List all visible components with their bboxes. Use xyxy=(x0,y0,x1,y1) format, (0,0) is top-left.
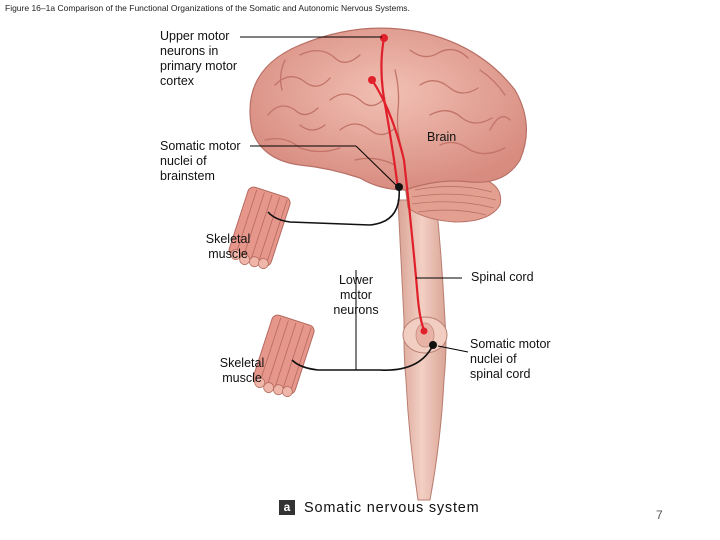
spinal-synapse xyxy=(420,327,428,335)
brain-folds xyxy=(264,48,511,166)
label-spinal-motor-nuclei: Somatic motor nuclei of spinal cord xyxy=(470,337,551,381)
label-brainstem-nuclei: Somatic motor nuclei of brainstem xyxy=(160,139,241,183)
page-number: 7 xyxy=(656,508,663,522)
neuron-cell-bodies xyxy=(368,34,428,335)
label-skeletal-muscle-1: Skeletal muscle xyxy=(205,232,251,261)
skeletal-muscle-1-illustration xyxy=(228,186,291,269)
label-lower-motor-neurons: Lower motor neurons xyxy=(333,273,379,317)
label-upper-motor-neurons: Upper motor neurons in primary motor cor… xyxy=(160,29,238,88)
label-skeletal-muscle-2: Skeletal muscle xyxy=(219,356,265,385)
upper-neuron-body-1 xyxy=(380,34,388,42)
leader-lines xyxy=(240,36,469,370)
panel-letter-badge: a xyxy=(279,500,295,515)
skeletal-muscle-2-illustration xyxy=(252,314,315,397)
label-spinal-cord: Spinal cord xyxy=(471,270,534,284)
upper-motor-neuron-paths xyxy=(371,37,426,331)
figure-caption: Figure 16–1a Comparison of the Functiona… xyxy=(5,3,410,13)
label-brain: Brain xyxy=(427,130,457,144)
upper-neuron-body-2 xyxy=(368,76,376,84)
lower-motor-neuron-axons xyxy=(267,186,434,371)
panel-title: Somatic nervous system xyxy=(304,500,480,516)
